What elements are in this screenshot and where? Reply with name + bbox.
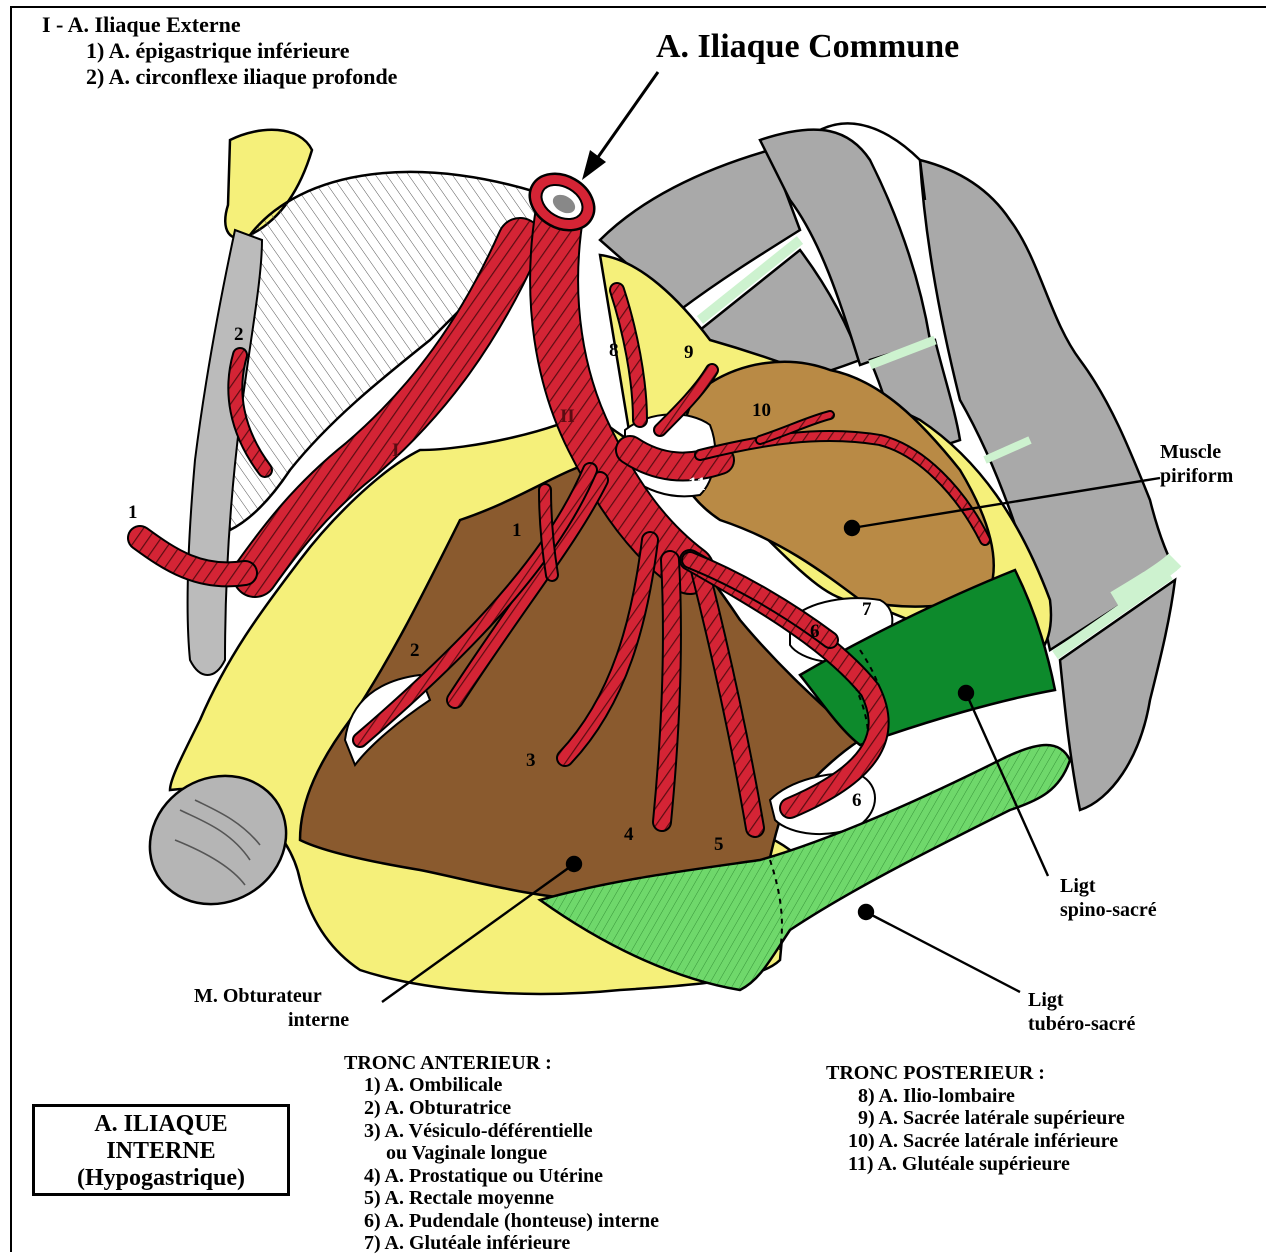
ligt-tubero-sacre-label-1: Ligt [1028, 990, 1064, 1010]
tronc-posterieur-item-11: 11) A. Glutéale supérieure [848, 1153, 1070, 1176]
label-n11: 11 [688, 474, 706, 495]
title-box-line-1: A. ILIAQUE [35, 1111, 287, 1138]
label-n7: 7 [862, 599, 872, 620]
label-n2: 2 [410, 640, 420, 661]
tronc-anterieur-heading: TRONC ANTERIEUR : [344, 1052, 552, 1075]
common-iliac-title: A. Iliaque Commune [656, 30, 959, 64]
ligt-tubero-sacre-label-2: tubéro-sacré [1028, 1014, 1135, 1034]
external-iliac-heading: I - A. Iliaque Externe [42, 14, 241, 36]
title-box: A. ILIAQUE INTERNE (Hypogastrique) [32, 1104, 290, 1196]
muscle-piriform-label-1: Muscle [1160, 442, 1221, 462]
tronc-anterieur-item-3b: ou Vaginale longue [386, 1142, 547, 1165]
obturateur-label-2: interne [288, 1010, 349, 1030]
label-n10: 10 [752, 400, 771, 421]
ligt-spino-sacre-label-1: Ligt [1060, 876, 1096, 896]
label-n8: 8 [609, 340, 619, 361]
label-n1-ext: 1 [128, 502, 138, 523]
external-iliac-item-2: 2) A. circonflexe iliaque profonde [86, 66, 397, 88]
label-n3: 3 [526, 750, 536, 771]
tronc-posterieur-item-9: 9) A. Sacrée latérale supérieure [858, 1107, 1125, 1130]
label-roman-II: II [560, 406, 575, 427]
label-n5: 5 [714, 834, 724, 855]
label-n1: 1 [512, 520, 522, 541]
muscle-piriform-label-2: piriform [1160, 466, 1233, 486]
tronc-posterieur-heading: TRONC POSTERIEUR : [826, 1062, 1045, 1085]
label-n6-bottom: 6 [852, 790, 862, 811]
tronc-posterieur-item-10: 10) A. Sacrée latérale inférieure [848, 1130, 1118, 1153]
ligt-spino-sacre-label-2: spino-sacré [1060, 900, 1157, 920]
tronc-anterieur-item-3: 3) A. Vésiculo-déférentielle [364, 1120, 593, 1143]
obturateur-label-1: M. Obturateur [194, 986, 322, 1006]
title-box-line-3: (Hypogastrique) [35, 1165, 287, 1192]
tronc-anterieur-item-2: 2) A. Obturatrice [364, 1097, 511, 1120]
label-n9: 9 [684, 342, 694, 363]
label-n2-ext: 2 [234, 324, 244, 345]
tronc-anterieur-item-4: 4) A. Prostatique ou Utérine [364, 1165, 603, 1188]
tronc-anterieur-item-7: 7) A. Glutéale inférieure [364, 1232, 570, 1255]
label-n6-top: 6 [810, 621, 820, 642]
label-n4: 4 [624, 824, 634, 845]
tronc-posterieur-item-8: 8) A. Ilio-lombaire [858, 1085, 1015, 1108]
common-iliac-arrow [582, 72, 658, 180]
external-iliac-item-1: 1) A. épigastrique inférieure [86, 40, 350, 62]
tronc-anterieur-item-6: 6) A. Pudendale (honteuse) interne [364, 1210, 659, 1233]
tronc-anterieur-item-5: 5) A. Rectale moyenne [364, 1187, 554, 1210]
label-roman-I: I [392, 440, 399, 461]
title-box-line-2: INTERNE [35, 1138, 287, 1165]
tronc-anterieur-item-1: 1) A. Ombilicale [364, 1074, 502, 1097]
